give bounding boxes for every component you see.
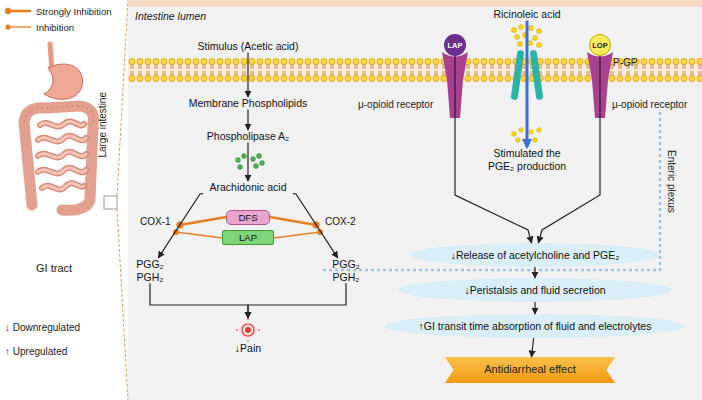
inhibitor-box: LAP — [222, 230, 274, 245]
legend: Strongly InhibitionInhibition — [4, 3, 112, 35]
process-step: Phospholipase A₂ — [193, 130, 303, 143]
ligand-circle: LOP — [589, 34, 611, 56]
node-text: Ricinoleic acid — [477, 8, 577, 21]
legend-item: Inhibition — [4, 19, 112, 35]
product-text: PGG₂ PGH₂ — [328, 258, 364, 283]
node-text: ↑GI transit time absorption of fluid and… — [419, 320, 652, 333]
node-text: PGG₂ PGH₂ — [328, 258, 364, 283]
process-step: Membrane Phospholipids — [173, 97, 323, 110]
key-note: ↓ Downregulated — [5, 322, 80, 333]
legend-text: Strongly Inhibition — [36, 6, 112, 17]
inhibitor-box: DFS — [226, 210, 270, 225]
process-step: Stimulus (Acetic acid) — [183, 40, 313, 53]
outcome-text: ↓Pain — [218, 318, 278, 355]
process-step: Arachidonic acid — [203, 181, 293, 194]
enzyme-label: COX-1 — [140, 216, 171, 227]
ligand-circle: LAP — [444, 34, 466, 56]
membrane-lipids — [128, 58, 702, 82]
organ-label: Large intestine — [97, 92, 108, 158]
node-text: Arachidonic acid — [203, 181, 293, 194]
node-text: ↓Peristalsis and fluid secretion — [464, 284, 605, 297]
molecule-label: Ricinoleic acid — [477, 8, 577, 21]
outcome-banner: Antidiarrheal effect — [445, 357, 615, 383]
lumen-band — [128, 0, 702, 7]
effect-band: ↓Peristalsis and fluid secretion — [398, 278, 672, 302]
node-text: LAP — [448, 41, 463, 50]
effect-band: ↑GI transit time absorption of fluid and… — [385, 314, 685, 338]
node-text: ↓Release of acetylcholine and PGE₂ — [451, 249, 620, 262]
process-step: Stimulated the PGE₂ production — [482, 147, 572, 172]
node-text: Antidiarrheal effect — [484, 363, 576, 376]
node-text: LOP — [592, 41, 607, 50]
legend-item: Strongly Inhibition — [4, 3, 112, 19]
key-note: ↑ Upregulated — [5, 346, 67, 357]
effect-band: ↓Release of acetylcholine and PGE₂ — [410, 243, 660, 267]
receptor-label: μ-opioid receptor — [612, 99, 687, 110]
node-text: PGG₂ PGH₂ — [132, 258, 168, 283]
product-text: PGG₂ PGH₂ — [132, 258, 168, 283]
enzyme-label: COX-2 — [325, 216, 356, 227]
receptor-label: μ-opioid receptor — [358, 99, 433, 110]
legend-swatch — [4, 6, 32, 16]
legend-text: Inhibition — [36, 22, 74, 33]
node-text: Intestine lumen — [135, 10, 206, 23]
plexus-label: Enteric plexus — [666, 150, 677, 213]
node-text: Stimulus (Acetic acid) — [183, 40, 313, 53]
node-text: Phospholipase A₂ — [193, 130, 303, 143]
node-text: Membrane Phospholipids — [173, 97, 323, 110]
transporter-label: P-GP — [613, 57, 637, 68]
gi-tract-illustration — [24, 0, 128, 400]
node-text: ↓Pain — [218, 342, 278, 355]
organ-label: GI tract — [36, 262, 72, 274]
node-text: LAP — [239, 232, 257, 243]
legend-swatch — [4, 22, 32, 32]
node-text: Stimulated the PGE₂ production — [482, 147, 572, 172]
node-text: DFS — [239, 212, 258, 223]
membrane — [128, 58, 702, 82]
